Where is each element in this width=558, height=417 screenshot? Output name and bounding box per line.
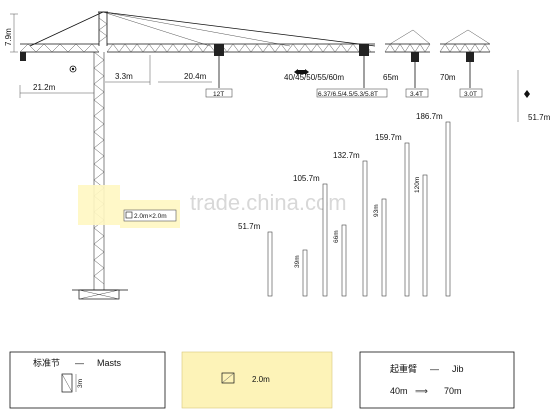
masts-zh-label: 标准节: [33, 357, 60, 368]
tower-top-height-label: 7.9m: [4, 28, 13, 46]
first-load-radius-label: 20.4m: [184, 72, 207, 81]
hook-12t: [205, 44, 233, 98]
height-bar: [267, 231, 273, 297]
mast-height-label: 3m: [77, 379, 84, 388]
height-side-label: 120m: [414, 177, 421, 193]
height-bar: [322, 183, 328, 297]
jib-arrow: ⟹: [415, 386, 428, 396]
free-height-marker: [517, 70, 530, 122]
base-section: 2.0m×2.0m: [78, 185, 180, 228]
masts-dash: —: [75, 358, 84, 368]
height-bar: [302, 249, 308, 297]
height-top-label: 132.7m: [333, 151, 360, 160]
legend-base: 2.0m: [181, 351, 333, 409]
jib-en-label: Jib: [452, 364, 464, 374]
height-top-label: 159.7m: [375, 133, 402, 142]
height-bar: [422, 174, 428, 297]
jib-70-length-label: 70m: [440, 73, 456, 82]
hook-var: [294, 44, 388, 98]
height-top-label: 186.7m: [416, 112, 443, 121]
masts-en-label: Masts: [97, 358, 122, 368]
tower-crane: [10, 11, 376, 300]
jib-65-load-label: 3.4T: [410, 91, 423, 98]
counter-jib-length-label: 21.2m: [33, 83, 56, 92]
counter-jib: [19, 43, 100, 61]
jib-lengths-label: 40/45/50/55/60m: [284, 73, 344, 82]
jib-to-label: 70m: [444, 386, 462, 396]
height-top-label: 105.7m: [293, 174, 320, 183]
legend-jib: 起重臂 — Jib 40m ⟹ 70m: [359, 351, 515, 409]
tower-mast: [72, 51, 128, 300]
jib-dash: —: [430, 364, 439, 374]
legend-masts: 标准节 — Masts 3m: [9, 351, 166, 409]
tip-distance-label: 3.3m: [115, 72, 133, 81]
height-bar: [381, 198, 387, 297]
first-load-label: 12T: [213, 91, 224, 98]
height-bar: [341, 224, 347, 297]
eye-icon: [69, 65, 77, 73]
base-size-label: 2.0m×2.0m: [134, 213, 167, 220]
jib-loads-label: 6.37/6.5/4.5/5.3/5.8T: [318, 91, 378, 98]
jib-from-label: 40m: [390, 386, 408, 396]
height-side-label: 39m: [294, 255, 301, 268]
main-jib: [106, 43, 375, 53]
heights-chart: 51.7m 39m 105.7m 66m 132.7m 93m 159.7m 120m 186.…: [238, 112, 451, 297]
watermark: trade.china.com: [190, 190, 347, 215]
jib-65-length-label: 65m: [383, 73, 399, 82]
height-top-label: 51.7m: [238, 222, 261, 231]
jib-70-load-label: 3.0T: [464, 91, 477, 98]
jib-65m: [384, 29, 431, 98]
height-bar: [445, 121, 451, 297]
height-side-label: 93m: [373, 204, 380, 217]
base-legend-label: 2.0m: [252, 375, 270, 384]
max-free-height-label: 51.7m: [528, 113, 551, 122]
jib-70m: [439, 29, 491, 98]
height-bar: [362, 160, 368, 297]
height-bar: [404, 142, 410, 297]
jib-zh-label: 起重臂: [390, 363, 417, 374]
height-side-label: 66m: [333, 230, 340, 243]
